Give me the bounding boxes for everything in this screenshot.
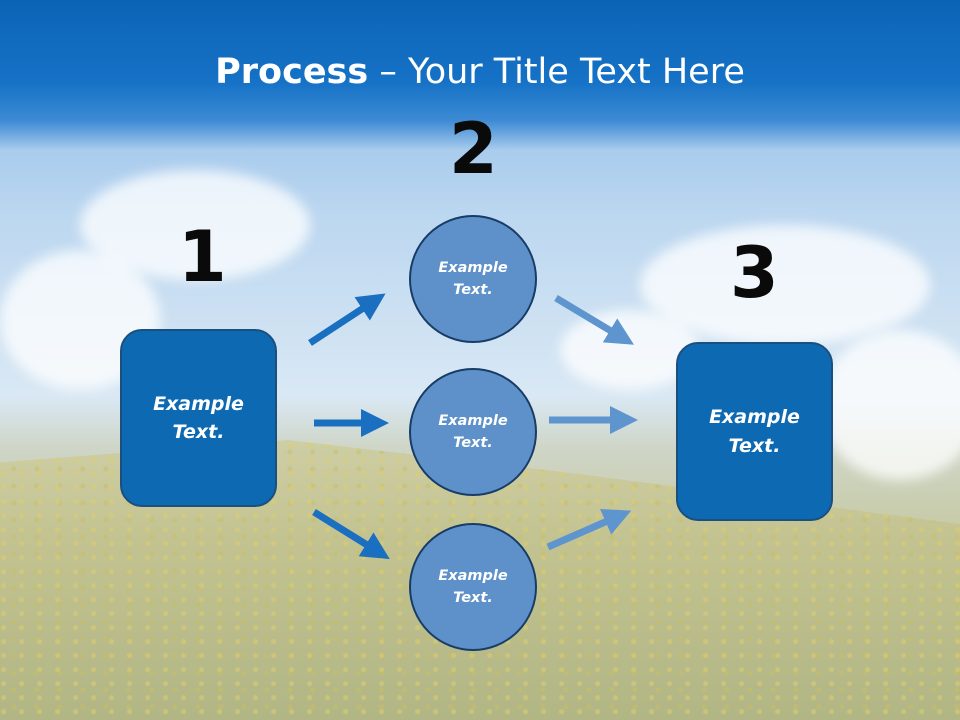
slide-title: Process – Your Title Text Here: [0, 52, 960, 92]
circle-top-text: Example Text.: [438, 259, 508, 298]
circle-top[interactable]: Example Text.: [409, 215, 537, 343]
right-step-text: Example Text.: [709, 406, 800, 457]
right-step-box[interactable]: Example Text.: [676, 342, 833, 521]
left-step-text: Example Text.: [153, 392, 244, 444]
circle-middle[interactable]: Example Text.: [409, 368, 537, 496]
circle-bottom[interactable]: Example Text.: [409, 523, 537, 651]
step-number-3: 3: [730, 232, 779, 314]
cloud: [640, 225, 930, 345]
arrow-bottom-to-right: [546, 508, 632, 551]
circle-middle-text: Example Text.: [438, 412, 508, 451]
title-bar: [0, 0, 960, 150]
arrow-left-to-top: [308, 293, 386, 346]
circle-bottom-text: Example Text.: [438, 567, 508, 606]
left-step-box[interactable]: Example Text.: [120, 329, 277, 507]
step-number-1: 1: [178, 216, 227, 298]
title-rest: – Your Title Text Here: [368, 52, 745, 92]
arrow-left-to-bottom: [312, 509, 390, 560]
step-number-2: 2: [449, 108, 498, 190]
cloud: [820, 330, 960, 480]
title-bold: Process: [215, 52, 369, 92]
arrow-top-to-right: [554, 294, 635, 345]
